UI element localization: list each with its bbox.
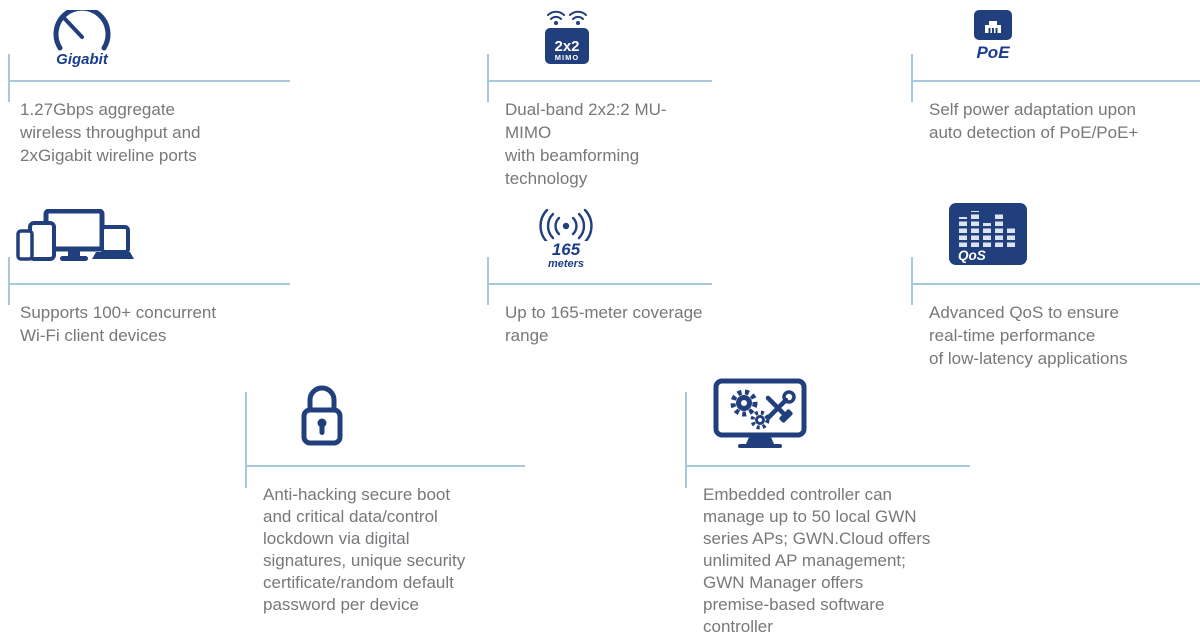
- qos-label: QoS: [958, 248, 986, 263]
- feature-text: 1.27Gbps aggregate wireless throughput a…: [20, 100, 201, 165]
- client-devices-icon: [16, 209, 136, 273]
- accent-horizontal-line: [487, 283, 712, 285]
- accent-vertical-line: [685, 392, 687, 488]
- feature-text: Dual-band 2x2:2 MU-MIMO with beamforming…: [505, 100, 667, 188]
- accent-vertical-line: [8, 54, 10, 102]
- gigabit-label: Gigabit: [56, 51, 108, 68]
- feature-secure-boot: Anti-hacking secure boot and critical da…: [245, 378, 525, 638]
- feature-client-capacity: Supports 100+ concurrent Wi-Fi client de…: [8, 203, 290, 373]
- feature-mu-mimo: 2x2 MIMO Dual-band 2x2:2 MU-MIMO with be…: [487, 8, 712, 188]
- feature-qos: QoS Advanced QoS to ensure real-time per…: [911, 203, 1200, 373]
- feature-gigabit-throughput: Gigabit 1.27Gbps aggregate wireless thro…: [8, 8, 290, 178]
- accent-horizontal-line: [911, 283, 1200, 285]
- range-meters-label: meters: [547, 258, 585, 270]
- monitor-tools-icon: [710, 378, 810, 452]
- accent-vertical-line: [911, 54, 913, 102]
- feature-text: Embedded controller can manage up to 50 …: [703, 485, 931, 636]
- feature-text: Anti-hacking secure boot and critical da…: [263, 485, 466, 614]
- qos-equalizer-icon: QoS: [949, 203, 1027, 265]
- accent-vertical-line: [245, 392, 247, 488]
- ethernet-port-icon: [969, 8, 1017, 42]
- mimo-2x2-icon: 2x2 MIMO: [541, 8, 593, 66]
- feature-text: Up to 165-meter coverage range: [505, 303, 703, 345]
- accent-vertical-line: [487, 54, 489, 102]
- accent-vertical-line: [487, 257, 489, 305]
- feature-coverage-range: 165 meters Up to 165-meter coverage rang…: [487, 203, 712, 373]
- poe-label: PoE: [976, 43, 1010, 62]
- accent-horizontal-line: [8, 80, 290, 82]
- signal-range-icon: [530, 205, 602, 241]
- accent-vertical-line: [8, 257, 10, 305]
- accent-vertical-line: [911, 257, 913, 305]
- accent-horizontal-line: [911, 80, 1200, 82]
- feature-text: Supports 100+ concurrent Wi-Fi client de…: [20, 303, 217, 345]
- feature-embedded-controller: Embedded controller can manage up to 50 …: [685, 378, 970, 638]
- mimo-text: MIMO: [555, 53, 579, 62]
- speedometer-icon: [50, 10, 114, 52]
- feature-poe-power: PoE Self power adaptation upon auto dete…: [911, 8, 1200, 178]
- accent-horizontal-line: [245, 465, 525, 467]
- feature-text: Self power adaptation upon auto detectio…: [929, 100, 1139, 142]
- padlock-icon: [296, 380, 348, 448]
- range-165-label: 165: [551, 240, 581, 259]
- accent-horizontal-line: [685, 465, 970, 467]
- mimo-2x2-text: 2x2: [554, 38, 579, 55]
- accent-horizontal-line: [8, 283, 290, 285]
- feature-text: Advanced QoS to ensure real-time perform…: [929, 303, 1128, 368]
- accent-horizontal-line: [487, 80, 712, 82]
